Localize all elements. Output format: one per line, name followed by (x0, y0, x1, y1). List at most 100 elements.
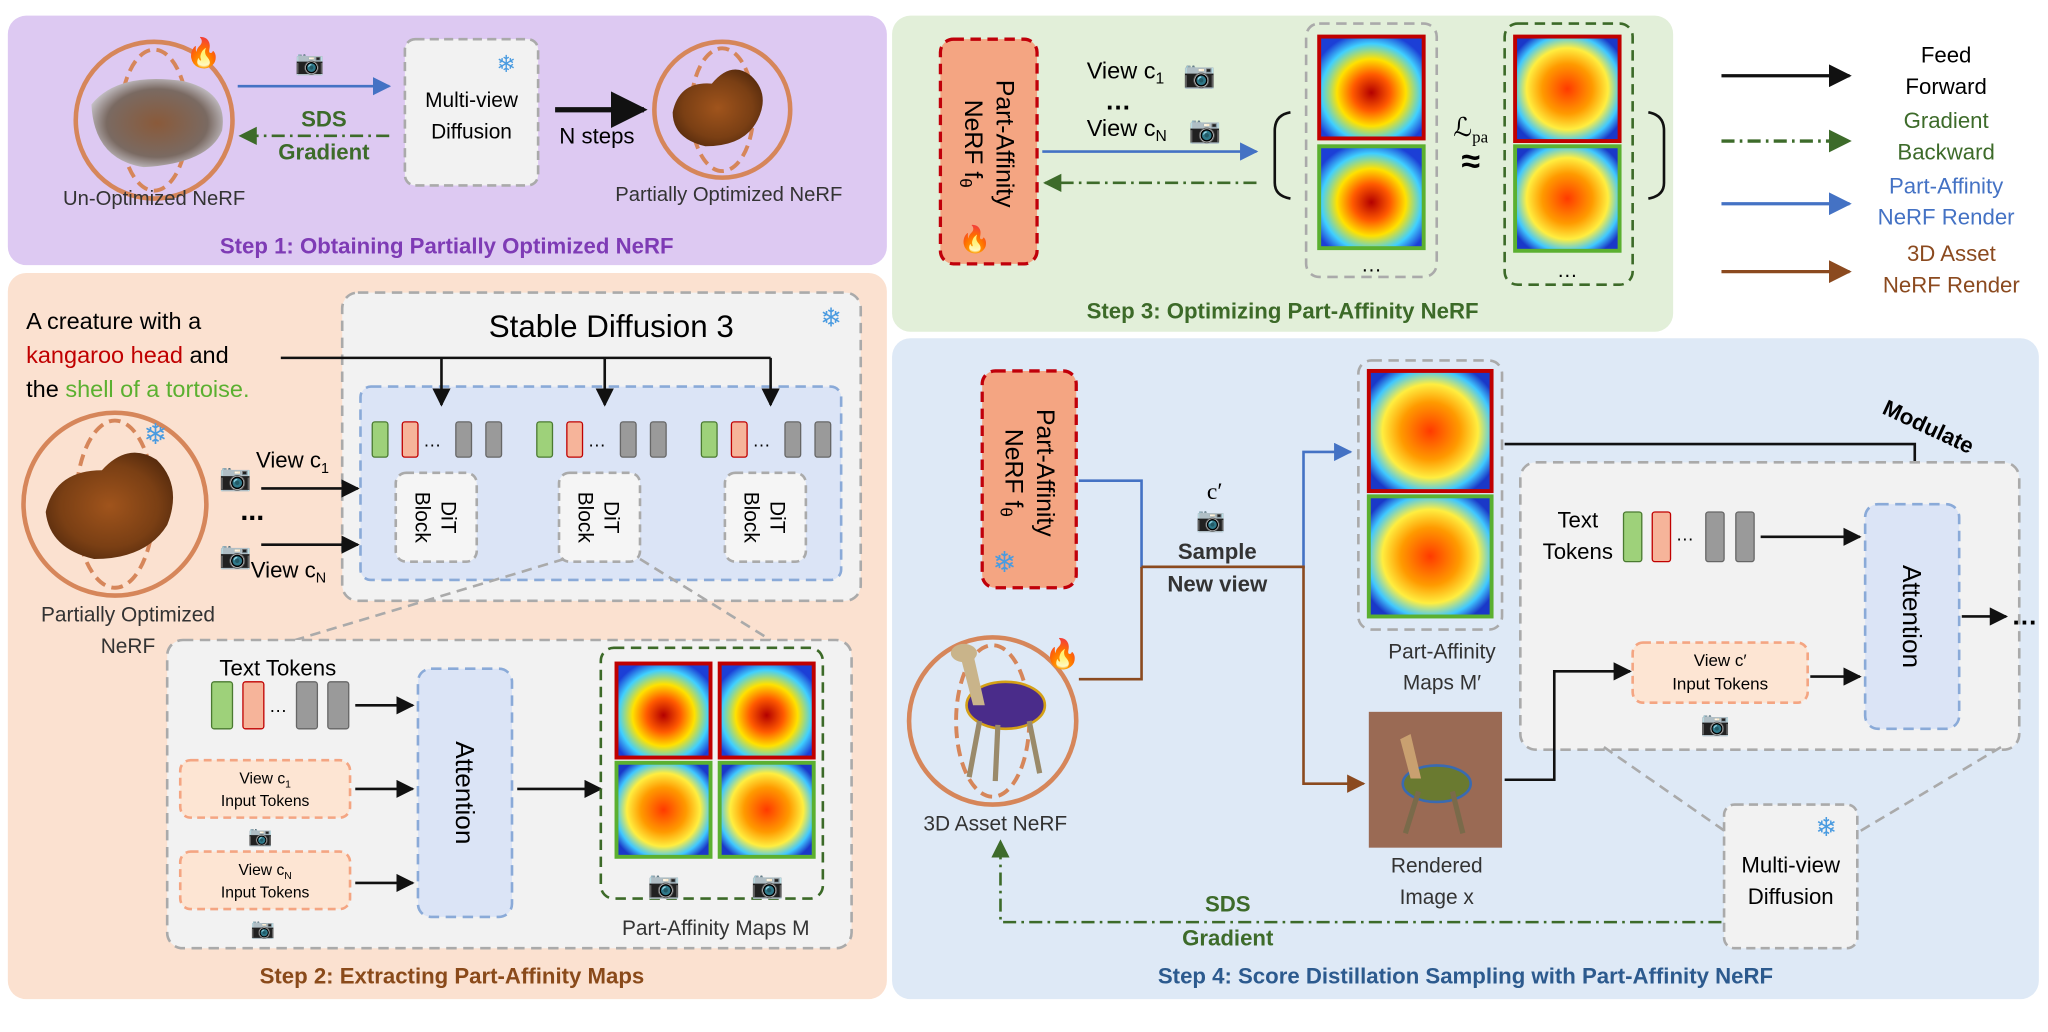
partially-optimized-nerf-label: Partially Optimized NeRF (615, 184, 842, 206)
text-tokens: … (210, 681, 350, 730)
target-maps-box (1503, 22, 1634, 287)
camera-icon: 📷 (1701, 710, 1730, 737)
svg-text:…: … (1676, 524, 1694, 545)
svg-text:NeRF Render: NeRF Render (1878, 205, 2015, 230)
multiview-diffusion-line2: Diffusion (431, 120, 512, 143)
step4-title: Step 4: Score Distillation Sampling with… (1158, 964, 1773, 989)
prompt-text: A creature with a kangaroo head and the … (26, 308, 249, 402)
rendered-image-label-2: Image x (1400, 886, 1475, 909)
unoptimized-nerf-label: Un-Optimized NeRF (63, 188, 245, 210)
svg-text:…: … (752, 430, 770, 451)
camera-icon: 📷 (251, 918, 275, 940)
snowflake-icon: ❄ (820, 303, 842, 333)
maps-m-prime-label-2: Maps M′ (1403, 672, 1481, 695)
multiview-diffusion-line1: Multi-view (425, 89, 519, 112)
partial-nerf-step2 (21, 410, 209, 598)
bracket-left (1273, 111, 1291, 200)
camera-icon: 📷 (219, 540, 252, 570)
camera-icon: 📷 (1183, 60, 1216, 90)
maps-m-box (599, 646, 825, 900)
text-tokens-label-1: Text (1557, 508, 1598, 533)
svg-text:Gradient: Gradient (1904, 108, 1989, 133)
ellipsis: … (1557, 259, 1578, 282)
map-tile (1513, 34, 1622, 144)
svg-text:Input Tokens: Input Tokens (221, 884, 310, 901)
svg-text:Part-AffinityNeRF fθ: Part-AffinityNeRF fθ (996, 409, 1058, 537)
dit-block-3: DiTBlock (723, 471, 808, 563)
text-tokens-label: Text Tokens (219, 655, 336, 680)
legend: Feed Forward Gradient Backward Part-Affi… (1721, 43, 2020, 298)
attention-label-step2: Attention (450, 741, 480, 844)
sample-label: Sample (1178, 539, 1257, 564)
bracket-right (1648, 111, 1666, 200)
map-tile (1317, 144, 1426, 251)
token-group-3: … (700, 421, 832, 458)
view-cn-label-step3: View cN (1087, 115, 1167, 145)
camera-icon: 📷 (1196, 507, 1225, 534)
loss-label: ℒpa (1453, 113, 1488, 147)
sds-label-step4: SDS (1205, 892, 1251, 917)
partially-optimized-nerf (652, 39, 793, 180)
svg-text:View cN: View cN (238, 862, 291, 882)
snowflake-icon: ❄ (496, 51, 516, 77)
svg-text:Feed: Feed (1921, 43, 1972, 68)
token-group-2: … (536, 421, 667, 458)
map-tile (1366, 494, 1494, 619)
sds-label: SDS (301, 107, 347, 132)
view-c1-label-step3: View c1 (1087, 57, 1165, 87)
vertical-dots: … (1105, 86, 1131, 116)
rendered-image-label-1: Rendered (1391, 854, 1483, 877)
dit-block-1: DiTBlock (394, 471, 479, 563)
dit-block-2: DiTBlock (557, 471, 642, 563)
zoom-line-left-step4 (1603, 746, 1733, 837)
pa-nerf-step3: Part-AffinityNeRF fθ (938, 37, 1039, 266)
attention-block-step2 (416, 667, 514, 919)
maps-m-label: Part-Affinity Maps M (622, 917, 810, 940)
sds-gradient-path (991, 839, 1722, 924)
asset-nerf-label: 3D Asset NeRF (923, 813, 1067, 836)
partial-nerf-label-2: NeRF (101, 635, 156, 658)
zoom-line-right (639, 557, 772, 642)
token-group-1: … (371, 421, 503, 458)
snowflake-icon: ❄ (993, 547, 1017, 579)
asset-render-path-2 (1141, 565, 1366, 793)
ellipsis: … (1361, 254, 1382, 277)
continuation-dots: … (2011, 600, 2037, 630)
rendered-to-tokens-arrow (1504, 662, 1632, 782)
svg-text:View c1: View c1 (239, 771, 291, 791)
step2-title: Step 2: Extracting Part-Affinity Maps (260, 964, 645, 989)
svg-text:DiTBlock: DiTBlock (574, 492, 623, 544)
step3-title: Step 3: Optimizing Part-Affinity NeRF (1087, 299, 1479, 324)
attention-label-step4: Attention (1897, 565, 1927, 668)
flame-icon: 🔥 (1045, 637, 1081, 671)
zoom-line-right-step4 (1851, 745, 2002, 838)
partial-nerf-label-1: Partially Optimized (41, 604, 215, 627)
snowflake-icon: ❄ (1816, 812, 1838, 842)
snowflake-icon: ❄ (144, 419, 168, 451)
map-tile (614, 661, 816, 859)
text-tokens-label-2: Tokens (1543, 539, 1613, 564)
camera-icon: 📷 (219, 462, 252, 492)
camera-icon: 📷 (751, 869, 784, 899)
attention-block-step4 (1863, 502, 1961, 731)
view-cn-label: View cN (251, 557, 326, 586)
sd3-title: Stable Diffusion 3 (489, 309, 734, 344)
multiview-diffusion-box (403, 37, 540, 187)
svg-text:Part-AffinityNeRF fθ: Part-AffinityNeRF fθ (956, 80, 1018, 208)
multiview-diffusion-step4-line2: Diffusion (1748, 884, 1834, 909)
view-c1-label: View c1 (256, 448, 329, 477)
step3-panel (892, 15, 1674, 332)
gradient-label: Gradient (278, 139, 370, 164)
asset-render-path (1078, 566, 1143, 681)
text-tokens-step4: … (1622, 511, 1755, 563)
multiview-diffusion-box-step4 (1722, 803, 1859, 950)
svg-text:…: … (423, 430, 441, 451)
svg-text:Part-Affinity: Part-Affinity (1889, 173, 2004, 198)
svg-text:…: … (269, 695, 287, 716)
svg-text:DiTBlock: DiTBlock (739, 492, 788, 544)
unoptimized-nerf (73, 39, 235, 201)
new-view-label: New view (1167, 572, 1268, 597)
camera-icon: 📷 (295, 50, 324, 77)
